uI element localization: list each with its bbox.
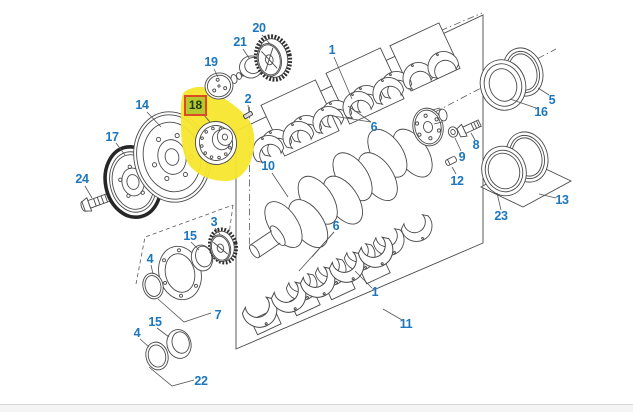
callout-4-upper[interactable]: 4 [146, 251, 154, 266]
callout-5[interactable]: 5 [548, 92, 556, 107]
callout-21[interactable]: 21 [233, 34, 247, 49]
callout-12[interactable]: 12 [450, 173, 464, 188]
callout-22[interactable]: 22 [194, 373, 208, 388]
part-crank-gear[interactable] [252, 34, 293, 83]
callout-19[interactable]: 19 [204, 54, 218, 69]
part-pulley-bolt[interactable] [79, 190, 112, 213]
part-wear-sleeve-upper[interactable] [189, 243, 216, 273]
callout-16[interactable]: 16 [534, 104, 548, 119]
part-hub-highlighted[interactable] [191, 118, 240, 169]
callout-24[interactable]: 24 [75, 171, 89, 186]
callout-15-upper[interactable]: 15 [183, 228, 197, 243]
callout-11[interactable]: 11 [399, 316, 413, 331]
part-seal-ring-upper[interactable] [140, 271, 166, 301]
callout-2[interactable]: 2 [244, 91, 252, 106]
bottom-divider-bar [0, 404, 633, 412]
part-washer[interactable] [447, 126, 459, 139]
callout-10[interactable]: 10 [261, 158, 275, 173]
part-crankshaft[interactable] [233, 105, 448, 281]
callout-1-lower[interactable]: 1 [371, 284, 379, 299]
part-seal-kit-group[interactable] [475, 126, 572, 208]
callout-17[interactable]: 17 [105, 129, 119, 144]
callout-23[interactable]: 23 [494, 208, 508, 223]
part-rear-seal-set[interactable] [474, 43, 549, 117]
callout-15-lower[interactable]: 15 [148, 314, 162, 329]
part-dowel-pin[interactable] [444, 156, 458, 166]
callout-8[interactable]: 8 [472, 137, 480, 152]
callout-3[interactable]: 3 [210, 214, 218, 229]
callout-13[interactable]: 13 [555, 192, 569, 207]
callout-6-lower[interactable]: 6 [332, 218, 340, 233]
callout-20[interactable]: 20 [252, 20, 266, 35]
callout-14[interactable]: 14 [135, 97, 149, 112]
part-small-gear[interactable] [206, 227, 239, 265]
callout-7[interactable]: 7 [214, 307, 222, 322]
callout-1-upper[interactable]: 1 [328, 42, 336, 57]
callout-9[interactable]: 9 [458, 149, 466, 164]
part-flange-bolt[interactable] [456, 117, 482, 139]
highlighted-callout-18[interactable]: 18 [184, 95, 207, 116]
part-seal-kit-lower[interactable] [143, 327, 194, 372]
callout-4-lower[interactable]: 4 [133, 325, 141, 340]
part-key[interactable] [243, 110, 253, 120]
leader-lines [84, 34, 557, 387]
callout-6-upper[interactable]: 6 [370, 119, 378, 134]
